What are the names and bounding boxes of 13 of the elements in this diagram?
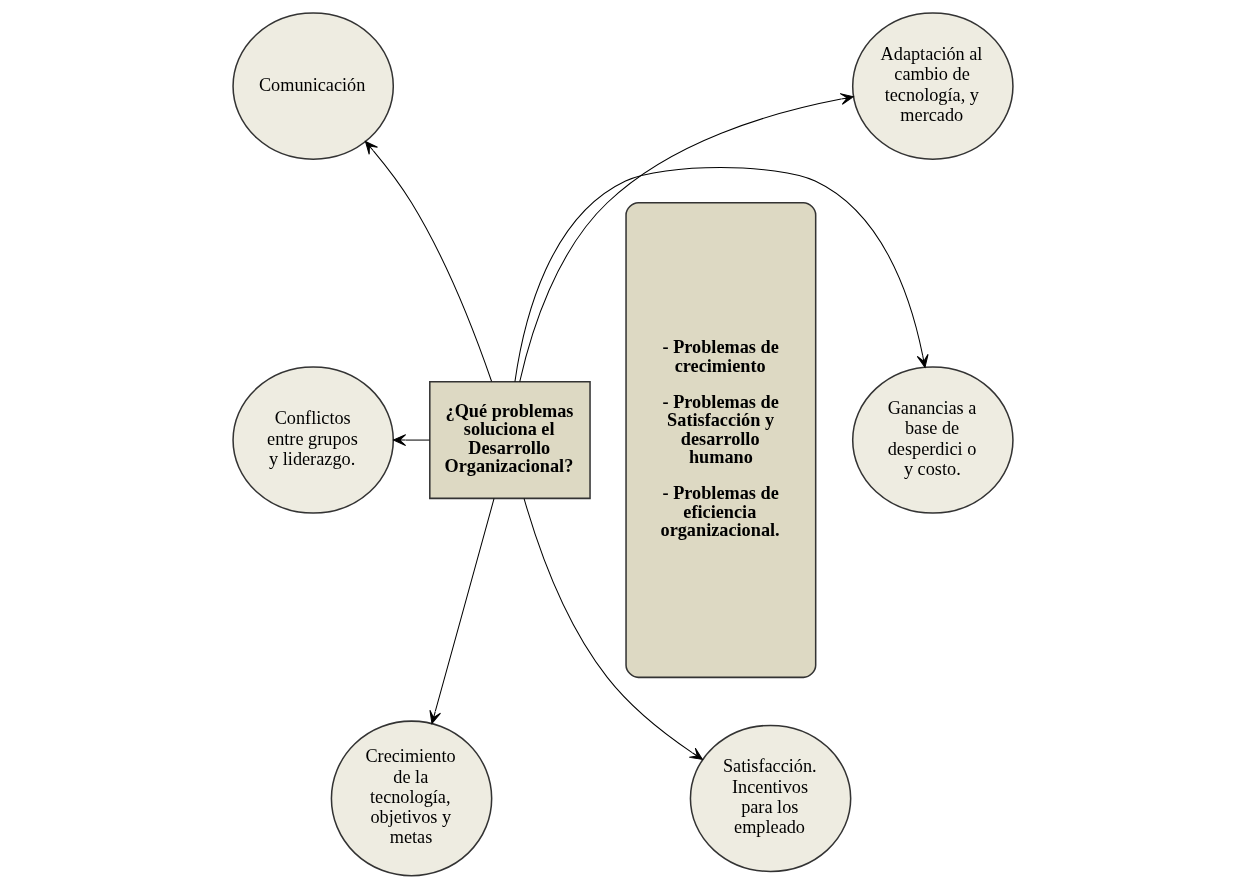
arrow [514, 166, 929, 382]
arrow [429, 497, 495, 724]
node-circle: Adaptación al cambio de tecnología, y mercado [851, 11, 1014, 160]
arrow [519, 92, 854, 382]
node-circle: Comunicación [232, 11, 395, 160]
node-box: ¿Qué problemas soluciona el Desarrollo Organizacional? [429, 380, 591, 499]
arrow [523, 497, 703, 760]
node-circle: Conflictos entre grupos y liderazgo. [232, 365, 395, 514]
node-circle: Crecimiento de la tecnología, objetivos y metas [330, 719, 493, 876]
arrow [364, 140, 493, 382]
node-circle: Ganancias a base de desperdici o y costo. [851, 365, 1014, 514]
node-box: - Problemas de crecimiento - Problemas de Satisfacción y desarrollo humano - Problemas de eficiencia organizacional. [625, 201, 817, 678]
arrow [393, 433, 430, 446]
